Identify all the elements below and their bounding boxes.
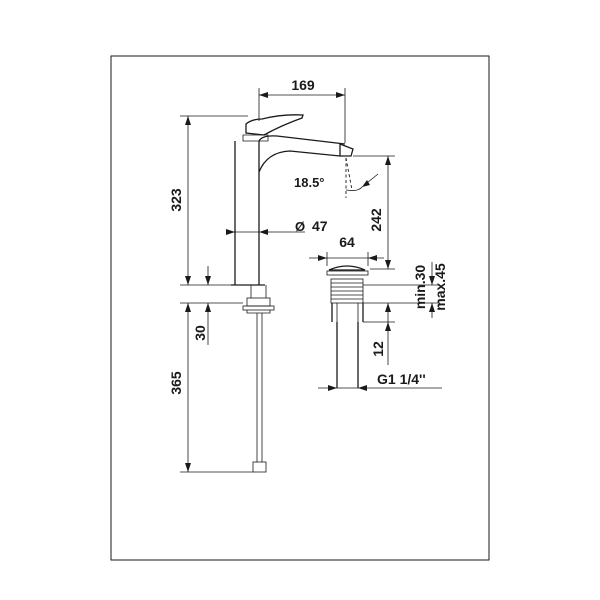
dim-waste-offset: 12: [363, 303, 395, 365]
dim-spout-angle: 18.5°: [294, 157, 379, 198]
dim-total-height: 323: [168, 115, 248, 286]
dim-label-thickness-min: min.30: [412, 265, 428, 310]
dim-label-spout-height: 242: [368, 208, 384, 232]
dim-label-waste-width: 64: [339, 234, 355, 250]
dim-spout-height: 242: [353, 155, 395, 270]
spout-top: [258, 135, 346, 145]
dim-label-thickness-max: max.45: [432, 263, 448, 311]
dim-hose-length: 365: [168, 303, 253, 473]
dim-label-waste-thread: G1 1/4'': [377, 371, 426, 387]
dim-body-diameter: Ø 47: [226, 218, 328, 235]
drawing-frame: [110, 55, 490, 561]
dim-waste-thread: G1 1/4'': [318, 371, 442, 391]
handle-base: [242, 134, 269, 142]
faucet-lever: [245, 114, 304, 136]
dim-label-shank-length: 30: [192, 325, 208, 341]
dim-waste-width: 64: [309, 234, 384, 266]
dim-label-spout-angle: 18.5°: [294, 175, 325, 190]
dim-spout-reach: 169: [258, 77, 346, 143]
mounting-nut: [246, 297, 271, 307]
dim-label-body-diameter: 47: [312, 218, 328, 234]
spout-aerator: [339, 143, 354, 157]
diameter-symbol: Ø: [295, 219, 305, 234]
dim-label-total-height: 323: [168, 188, 184, 212]
hose-fitting: [252, 461, 267, 473]
pop-up-waste: [326, 265, 369, 388]
dim-shank-length: 30: [180, 266, 243, 345]
faucet-body: [231, 114, 354, 473]
spout-bottom: [258, 150, 341, 173]
waste-cap: [328, 265, 366, 271]
dim-label-waste-offset: 12: [370, 341, 386, 357]
dim-countertop-thickness: min.30 max.45: [363, 262, 448, 318]
dim-label-spout-reach: 169: [291, 77, 315, 93]
dim-label-hose-length: 365: [168, 371, 184, 395]
